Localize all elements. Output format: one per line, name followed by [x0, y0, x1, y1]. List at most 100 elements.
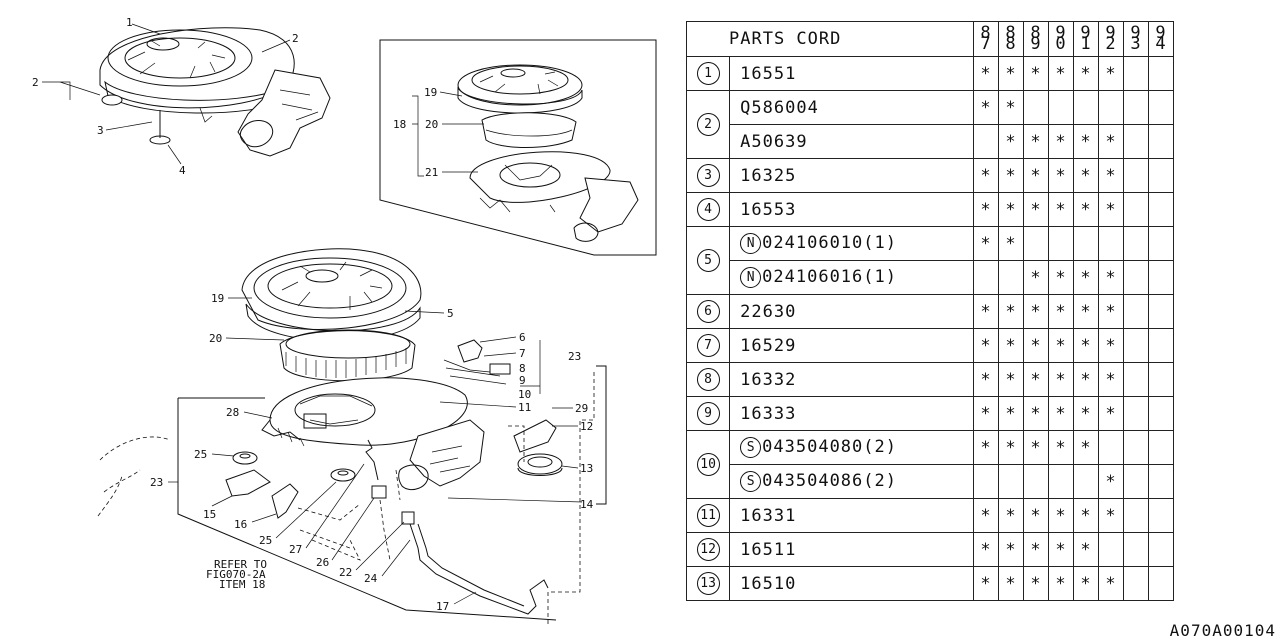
applicable-mark: * [1030, 573, 1042, 594]
part-index: 10 [685, 430, 731, 499]
applicable-mark: * [980, 199, 992, 220]
applicable-mark: * [980, 97, 992, 118]
applicable-mark: * [1030, 63, 1042, 84]
part-index: 1 [685, 56, 731, 91]
part-number-cell: 16551 [729, 56, 974, 91]
circled-index-number: 11 [696, 504, 720, 527]
part-index: 13 [685, 566, 731, 601]
callout-3: 3 [97, 124, 104, 137]
year-applicability-cell: * [1023, 566, 1049, 601]
callout-21: 21 [425, 166, 438, 179]
applicable-mark: * [1005, 301, 1017, 322]
year-applicability-cell [998, 464, 1024, 499]
year-applicability-cell: * [1048, 192, 1074, 227]
year-applicability-cell: * [998, 498, 1024, 533]
applicable-mark: * [980, 437, 992, 458]
part-index: 5 [685, 226, 731, 295]
applicable-mark: * [1005, 97, 1017, 118]
applicable-mark: * [1055, 301, 1067, 322]
applicable-mark: * [1055, 573, 1067, 594]
part-number: A50639 [740, 131, 808, 152]
year-applicability-cell [1123, 226, 1149, 261]
year-applicability-cell: * [973, 566, 999, 601]
year-applicability-cell: * [973, 192, 999, 227]
applicable-mark: * [1080, 131, 1092, 152]
part-number-cell: 22630 [729, 294, 974, 329]
year-applicability-cell: * [998, 532, 1024, 567]
year-applicability-cell [1073, 464, 1099, 499]
year-applicability-cell: * [1048, 260, 1074, 295]
top-left-callouts: 1 2 2 3 4 [32, 16, 299, 177]
year-applicability-cell: * [1048, 498, 1074, 533]
part-index: 3 [685, 158, 731, 193]
callout-24: 24 [364, 572, 378, 585]
year-applicability-cell [1148, 56, 1174, 91]
year-applicability-cell [1073, 226, 1099, 261]
year-applicability-cell [1148, 294, 1174, 329]
year-digit: 9 [1130, 23, 1142, 43]
year-applicability-cell [1123, 464, 1149, 499]
year-applicability-cell: * [998, 158, 1024, 193]
refer-note-line3: ITEM 18 [219, 578, 265, 591]
circled-index-number: 1 [696, 62, 720, 85]
applicable-mark: * [1005, 403, 1017, 424]
part-number-cell: Q586004 [729, 90, 974, 125]
part-number-cell: 16332 [729, 362, 974, 397]
part-index: 12 [685, 532, 731, 567]
part-index: 4 [685, 192, 731, 227]
year-applicability-cell [1123, 498, 1149, 533]
applicable-mark: * [1055, 199, 1067, 220]
year-applicability-cell [1123, 294, 1149, 329]
applicable-mark: * [1005, 369, 1017, 390]
part-number-cell: 16553 [729, 192, 974, 227]
callout-25: 25 [194, 448, 207, 461]
year-applicability-cell [1148, 90, 1174, 125]
applicable-mark: * [1005, 573, 1017, 594]
year-applicability-cell: * [973, 90, 999, 125]
part-number-cell: A50639 [729, 124, 974, 159]
applicable-mark: * [1080, 505, 1092, 526]
callout-17: 17 [436, 600, 449, 613]
year-applicability-cell [1123, 532, 1149, 567]
year-digit: 8 [1005, 23, 1017, 43]
year-applicability-cell [973, 260, 999, 295]
part-number: 16511 [740, 539, 797, 560]
year-applicability-cell: * [1073, 566, 1099, 601]
applicable-mark: * [980, 505, 992, 526]
applicable-mark: * [1030, 335, 1042, 356]
year-applicability-cell [1123, 396, 1149, 431]
year-applicability-cell [1148, 464, 1174, 499]
part-number: 16333 [740, 403, 797, 424]
year-applicability-cell: * [1073, 124, 1099, 159]
applicable-mark: * [1105, 573, 1117, 594]
callout-20: 20 [209, 332, 222, 345]
applicable-mark: * [980, 539, 992, 560]
year-applicability-cell: * [998, 192, 1024, 227]
year-applicability-cell: * [1098, 396, 1124, 431]
callout-23-right: 23 [568, 350, 581, 363]
year-applicability-cell: * [1098, 294, 1124, 329]
year-applicability-cell [1148, 566, 1174, 601]
year-applicability-cell: * [1048, 566, 1074, 601]
callout-26: 26 [316, 556, 329, 569]
part-index: 8 [685, 362, 731, 397]
year-applicability-cell [973, 124, 999, 159]
year-applicability-cell: * [1073, 56, 1099, 91]
year-applicability-cell [1148, 260, 1174, 295]
callout-22: 22 [339, 566, 352, 579]
year-applicability-cell: * [1098, 498, 1124, 533]
applicable-mark: * [980, 335, 992, 356]
year-applicability-cell: * [1023, 124, 1049, 159]
applicable-mark: * [1055, 267, 1067, 288]
year-digit: 8 [1030, 23, 1042, 43]
part-number-cell: 16511 [729, 532, 974, 567]
part-number: 16529 [740, 335, 797, 356]
callout-14: 14 [580, 498, 594, 511]
year-applicability-cell: * [1073, 498, 1099, 533]
callout-4: 4 [179, 164, 186, 177]
